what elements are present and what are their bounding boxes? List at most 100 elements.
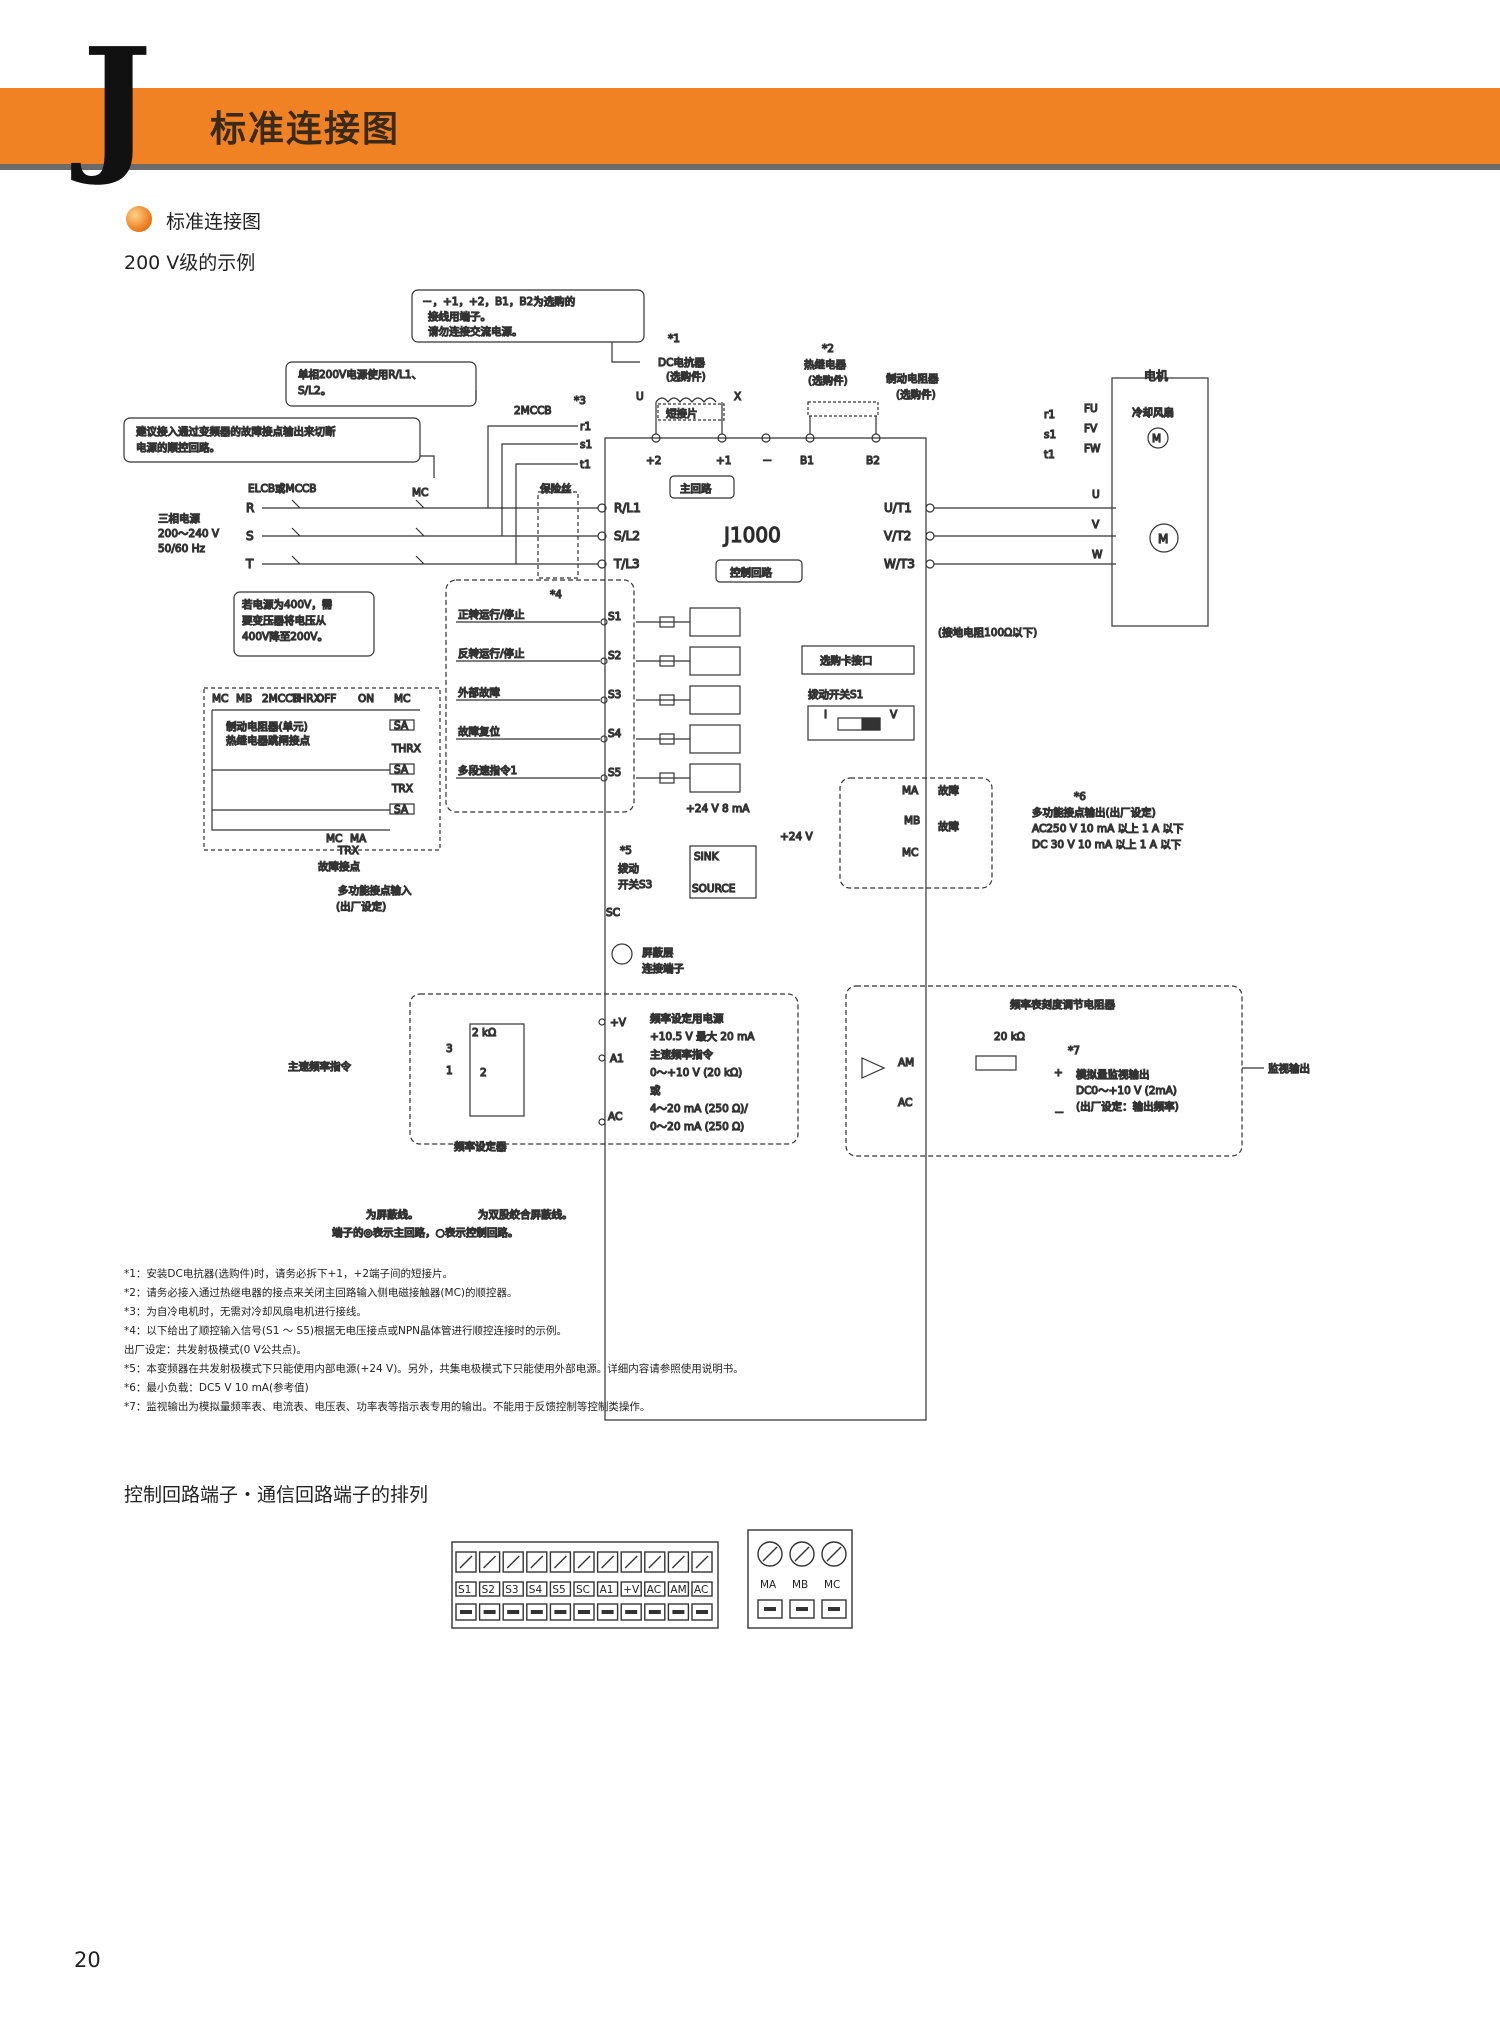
bus-b2: B2	[866, 455, 880, 467]
di-term-4: S5	[608, 767, 621, 779]
relay-line2: (选购件)	[808, 374, 848, 387]
callout-fault-line2: 电源的顺控回路。	[136, 441, 220, 454]
ao-desc-2: DC0～+10 V (2mA)	[1076, 1085, 1177, 1097]
tb-relay-screw-1	[789, 1541, 815, 1567]
tb-control-0: S1	[458, 1584, 471, 1596]
legend-shield: 为屏蔽线。	[366, 1208, 419, 1221]
fan-breaker-star: *3	[574, 395, 586, 407]
bus-minus: －	[762, 455, 773, 467]
dip-i: I	[824, 709, 827, 721]
main-circuit-label: 主回路	[680, 482, 712, 495]
section-subtitle: 200 V级的示例	[124, 252, 256, 274]
di-terminal-1	[600, 657, 608, 665]
reactor-x: X	[734, 391, 741, 403]
tb-screw-3	[526, 1551, 548, 1573]
fan-out-r1: r1	[580, 421, 591, 433]
motor-fan-s1: s1	[1044, 429, 1056, 441]
tb-slot-mark-7	[625, 1610, 638, 1614]
tb-screw-9	[667, 1551, 690, 1573]
section-title: 标准连接图	[166, 211, 262, 233]
tb-slot-mark-1	[483, 1610, 496, 1614]
motor-m: M	[1158, 532, 1168, 546]
input-tl3: T/L3	[613, 557, 640, 571]
pot-pin1: 1	[446, 1065, 453, 1077]
ai-term-v: +V	[610, 1017, 627, 1029]
footnote-0: *1：安装DC电抗器(选购件)时，请务必拆下+1，+2端子间的短接片。	[124, 1268, 453, 1280]
brake-thrx: THRX	[391, 743, 421, 755]
tb-relay-slot-1	[794, 1546, 810, 1562]
s3-switch-line2: 开关S3	[618, 878, 652, 891]
star1: *1	[668, 333, 680, 345]
output-wt3: W/T3	[884, 557, 915, 571]
tb-label-box-0	[455, 1581, 477, 1597]
sink-label: SINK	[694, 851, 720, 863]
callout-dc-line2: 接线用端子。	[428, 310, 491, 323]
tb-control-3: S4	[529, 1584, 543, 1596]
di-resistor-0	[659, 616, 675, 628]
fan-label: 冷却风扇	[1132, 406, 1174, 419]
mb-label: MB	[904, 815, 920, 827]
phase-t: T	[245, 557, 254, 571]
motor-fan-t1: t1	[1044, 449, 1055, 461]
callout-box-single	[285, 361, 477, 407]
supply-line1: 三相电源	[158, 512, 200, 525]
di-term-3: S4	[608, 728, 622, 740]
tb-slot-mark-3	[530, 1610, 543, 1614]
tb-control-7: +V	[623, 1584, 640, 1596]
tb-slot-mark-4	[554, 1610, 567, 1614]
relay-desc-3: DC 30 V 10 mA 以上 1 A 以下	[1032, 839, 1181, 851]
fan-out-t1: t1	[580, 459, 591, 471]
di-name-2: 外部故障	[458, 686, 500, 699]
footnote-3: *4：以下给出了顺控输入信号(S1 ～ S5)根据无电压接点或NPN晶体管进行顺…	[124, 1325, 568, 1337]
pot-value: 2 kΩ	[472, 1027, 496, 1039]
brake-trx: TRX	[391, 783, 413, 795]
callout-box-dc	[411, 289, 645, 343]
tb-slot-mark-9	[672, 1610, 685, 1614]
di-term-2: S3	[608, 689, 621, 701]
di-coupler-2	[689, 685, 741, 715]
control-circuit-label: 控制回路	[730, 566, 772, 579]
page-title: 标准连接图	[210, 109, 401, 150]
tb-screw-4	[549, 1551, 572, 1573]
ai-desc-1: +10.5 V 最大 20 mA	[650, 1030, 755, 1043]
tb-screw-5	[573, 1551, 595, 1573]
brake-bottom-0: MC	[326, 833, 342, 845]
reactor-line1: DC电抗器	[658, 356, 705, 369]
di-terminal-3	[600, 735, 608, 743]
brake-top-5: ON	[358, 693, 374, 705]
tb-label-box-9	[667, 1581, 690, 1597]
tb-control-9: AM	[670, 1584, 686, 1596]
dip-v: V	[890, 709, 898, 721]
di-coupler-3	[689, 724, 741, 754]
ma-label: MA	[902, 785, 919, 797]
tb-label-box-2	[502, 1581, 524, 1597]
tb-slot-mark-2	[507, 1610, 520, 1614]
tb-label-box-6	[596, 1581, 619, 1597]
tb-control-5: SC	[576, 1584, 590, 1596]
jumper-label: 短接片	[666, 407, 698, 420]
bus-b1: B1	[800, 455, 814, 467]
tb-control-2: S3	[505, 1584, 518, 1596]
di-resistor-3	[659, 733, 675, 745]
ai-term-ac: AC	[608, 1111, 622, 1123]
footnote-7: *7：监视输出为模拟量频率表、电流表、电压表、功率表等指示表专用的输出。不能用于…	[124, 1401, 651, 1413]
terminal-block-title: 控制回路端子・通信回路端子的排列	[124, 1484, 429, 1506]
tb-label-box-1	[478, 1581, 501, 1597]
star4: *4	[550, 589, 562, 601]
tb-control-4: S5	[552, 1584, 565, 1596]
header-banner	[0, 88, 1500, 170]
bullet-icon	[126, 206, 152, 232]
tb-slot-mark-8	[648, 1610, 661, 1614]
tb-screw-slot-0	[459, 1555, 473, 1569]
monitor-label: 监视输出	[1268, 1062, 1310, 1075]
ai-desc-6: 0～20 mA (250 Ω)	[650, 1121, 744, 1133]
motor-fan-r1: r1	[1044, 409, 1055, 421]
sa-3: SA	[394, 804, 409, 816]
di-name-3: 故障复位	[458, 725, 500, 738]
tb-screw-slot-9	[671, 1555, 685, 1569]
callout-box-fault	[123, 417, 421, 463]
tb-screw-10	[691, 1551, 713, 1573]
supply-line2: 200～240 V	[158, 528, 220, 540]
tb-screw-6	[596, 1551, 619, 1573]
